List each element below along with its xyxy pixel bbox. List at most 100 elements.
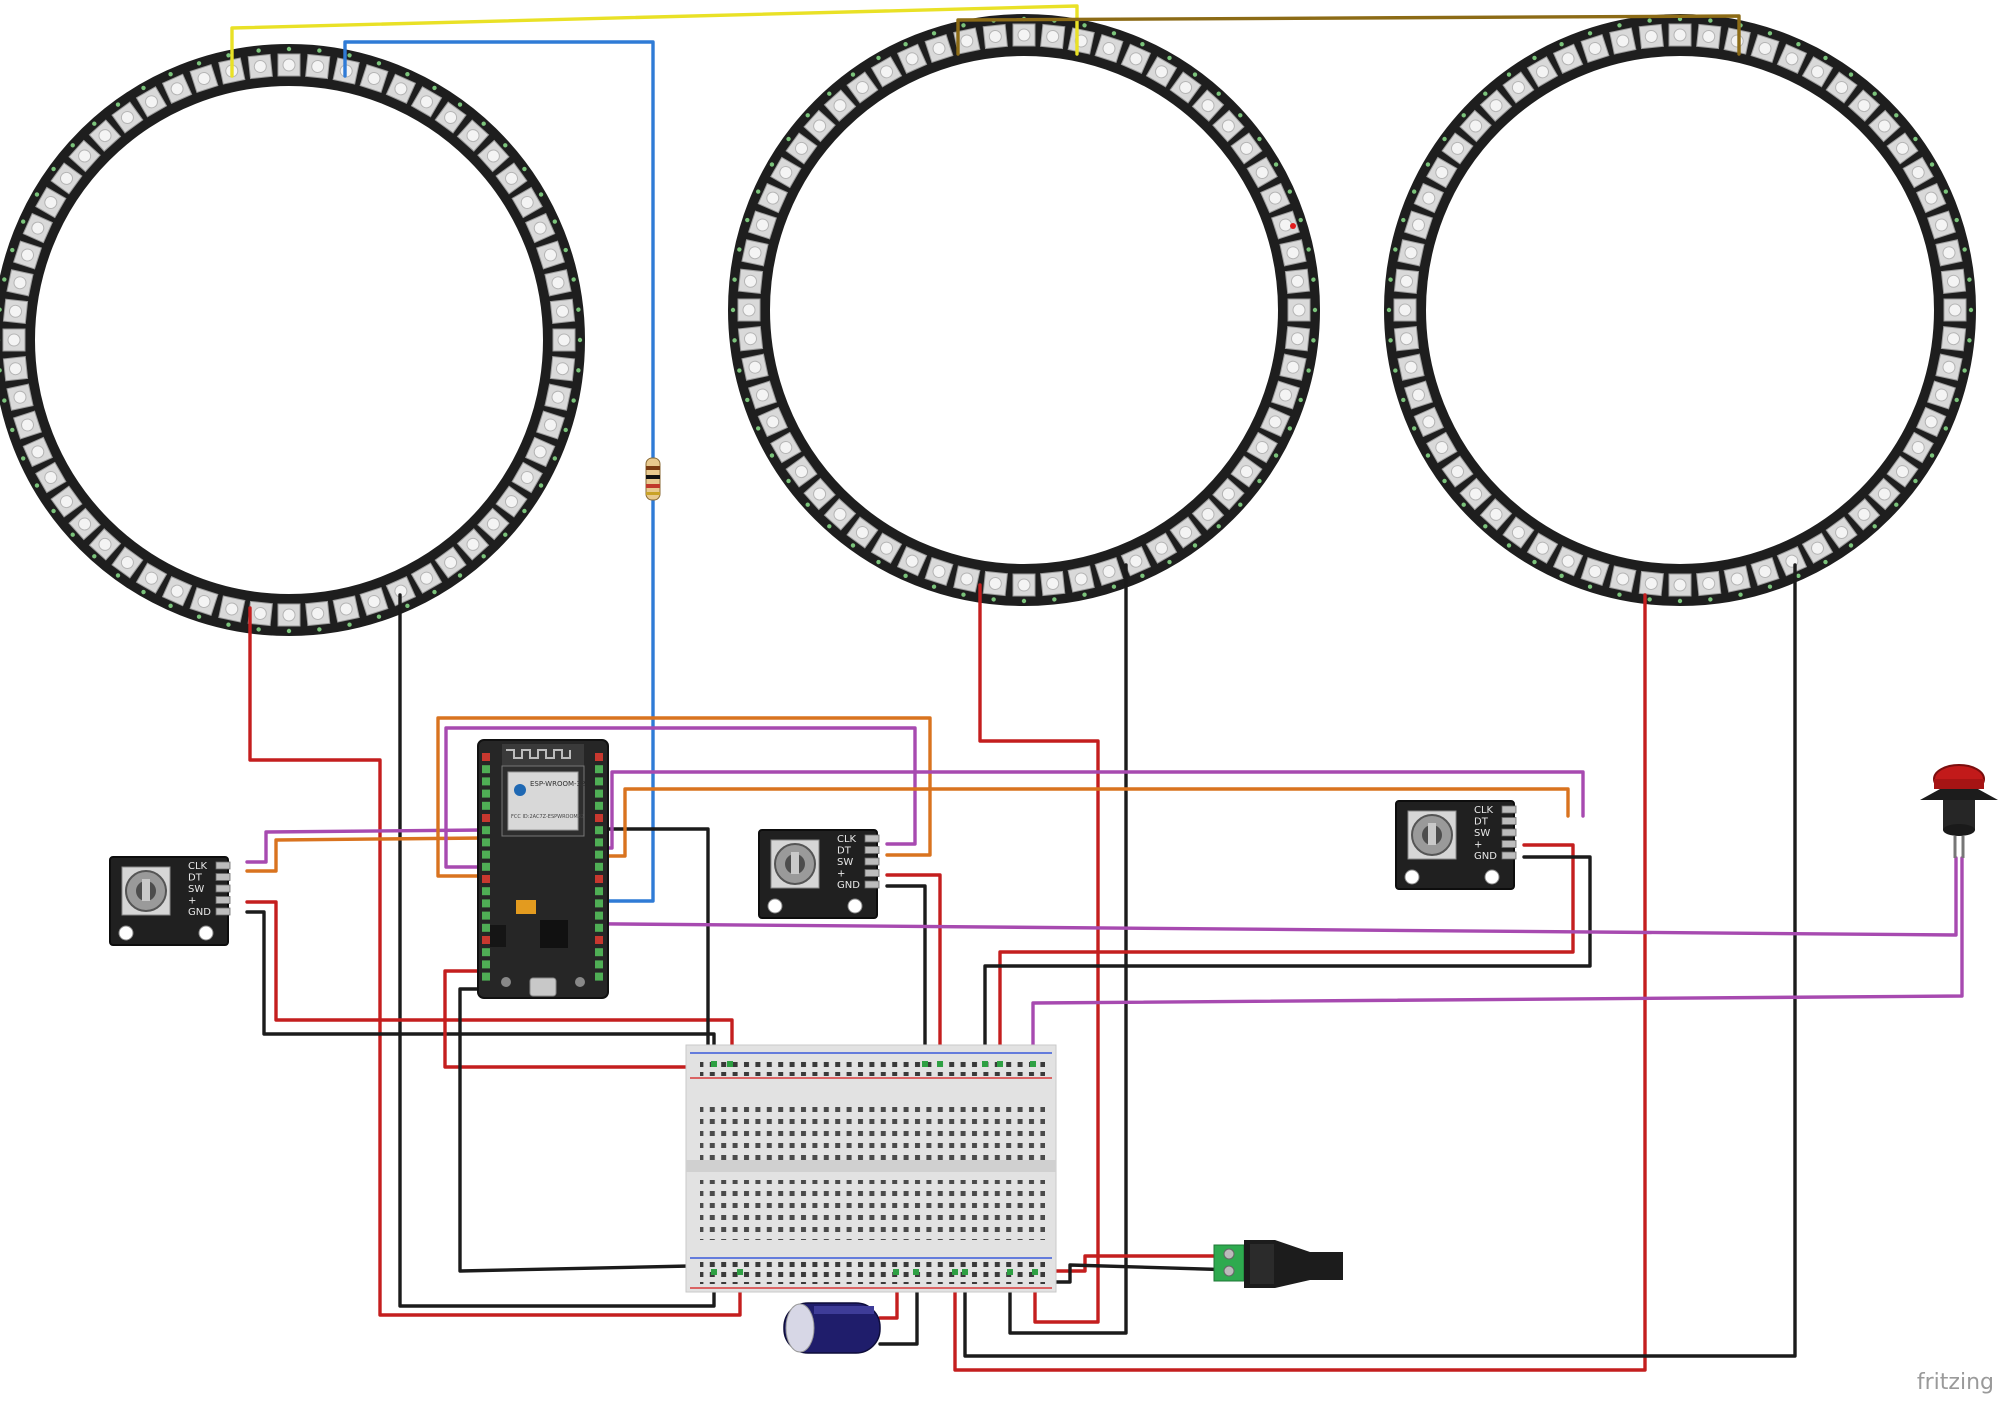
resistor xyxy=(645,457,661,501)
ring-led xyxy=(803,109,836,143)
esp32-pin xyxy=(482,765,490,774)
ring-led xyxy=(737,353,769,381)
encoder-pin xyxy=(215,884,231,893)
wire-red-ring1 xyxy=(248,606,742,1317)
ring-led xyxy=(1916,406,1949,438)
encoder-pin xyxy=(1501,817,1517,825)
ring-led xyxy=(161,71,193,104)
wire-black-ring3 xyxy=(963,563,1797,1358)
esp32-pin xyxy=(482,777,490,786)
ring-led xyxy=(1526,532,1559,565)
wire-black-cap xyxy=(878,1280,919,1346)
wire-black-jack xyxy=(1038,1263,1238,1284)
ring-led xyxy=(511,461,544,494)
ring-led xyxy=(247,600,273,632)
ring-led xyxy=(1230,455,1263,488)
wire-red-ring2 xyxy=(978,583,1100,1324)
wire-black-ring2 xyxy=(1008,563,1128,1335)
ring-led xyxy=(1580,31,1610,63)
ring-led xyxy=(1401,380,1433,410)
ring-led xyxy=(1552,546,1584,579)
esp32-pin xyxy=(482,838,490,847)
ring-led xyxy=(1040,570,1066,602)
encoder-pin xyxy=(1501,805,1517,814)
ring-led xyxy=(359,61,389,93)
wire-orange-enc3 xyxy=(601,787,1570,858)
wire-black-enc1 xyxy=(245,910,716,1058)
ring-led xyxy=(1169,516,1202,549)
push-button xyxy=(1920,764,1998,858)
ring-led xyxy=(456,119,490,152)
encoder-pin xyxy=(215,873,231,881)
encoder-pin-label: + xyxy=(188,896,196,907)
ring-led xyxy=(1886,132,1919,165)
ring-led xyxy=(1279,353,1311,381)
wire-orange-enc1 xyxy=(245,836,486,873)
ring-led xyxy=(1067,565,1095,597)
encoder-pin-label: + xyxy=(837,869,845,880)
ring-led xyxy=(20,212,53,244)
ring-led xyxy=(924,31,954,63)
ring-led xyxy=(1696,570,1722,602)
ring-led xyxy=(50,485,83,518)
encoder-pin xyxy=(1501,851,1517,860)
ring-led xyxy=(135,562,168,595)
ring-led xyxy=(769,156,802,189)
ring-led xyxy=(846,516,879,549)
ring-led xyxy=(88,119,122,152)
wire-red-enc3 xyxy=(998,843,1575,1070)
ring-led xyxy=(359,587,389,619)
ring-led xyxy=(896,546,928,579)
ring-led xyxy=(1260,406,1293,438)
ring-led xyxy=(305,600,331,632)
wire-red-ring3 xyxy=(953,593,1647,1372)
encoder-pin xyxy=(215,861,231,870)
ring-led xyxy=(870,532,903,565)
ring-led xyxy=(1230,132,1263,165)
ring-led xyxy=(1459,477,1492,511)
ring-led xyxy=(1388,268,1420,294)
led-ring-3 xyxy=(1384,14,1976,606)
esp32-pin xyxy=(482,972,490,981)
ring-led xyxy=(2,269,34,297)
ring-led xyxy=(1668,573,1692,604)
esp32-pin xyxy=(595,887,603,896)
ring-led xyxy=(34,186,67,219)
ring-led xyxy=(544,269,576,297)
ring-led xyxy=(1212,477,1245,511)
encoder-pin-label: DT xyxy=(188,873,203,884)
ring-led xyxy=(1145,532,1178,565)
ring-led xyxy=(1169,71,1202,104)
ring-led xyxy=(0,356,29,382)
ring-led xyxy=(1094,31,1124,63)
breadboard xyxy=(685,1044,1057,1293)
ring-led xyxy=(277,46,301,77)
ring-led xyxy=(0,298,29,324)
ring-led xyxy=(1825,71,1858,104)
ring-led xyxy=(34,461,67,494)
watermark: fritzing xyxy=(1916,1370,1994,1395)
wire-olive-data xyxy=(956,14,1741,56)
ring-led xyxy=(1388,326,1420,352)
ring-led xyxy=(218,595,246,627)
ring-led xyxy=(544,383,576,411)
esp32-board: ESP-WROOM-32 FCC ID:2AC7Z-ESPWROOM32 xyxy=(477,739,609,999)
encoder-pin xyxy=(215,907,231,916)
ring-led xyxy=(1479,89,1513,122)
encoder-pin-label: CLK xyxy=(188,861,208,872)
esp32-pin xyxy=(595,850,603,859)
ring-led xyxy=(2,383,34,411)
esp32-pins-left xyxy=(482,753,490,981)
ring-led xyxy=(410,562,443,595)
ring-led xyxy=(1696,18,1722,50)
wire-orange-enc2 xyxy=(436,716,932,878)
encoder-pin-label: SW xyxy=(837,857,853,868)
encoder-pin-label: DT xyxy=(1474,817,1489,828)
ring-led xyxy=(1940,268,1972,294)
ring-led xyxy=(525,212,558,244)
esp32-pin xyxy=(595,899,603,908)
breadboard-connections xyxy=(711,1061,1038,1275)
ring-led xyxy=(549,356,581,382)
ring-led xyxy=(732,326,764,352)
wire-black-esp xyxy=(601,827,710,1058)
